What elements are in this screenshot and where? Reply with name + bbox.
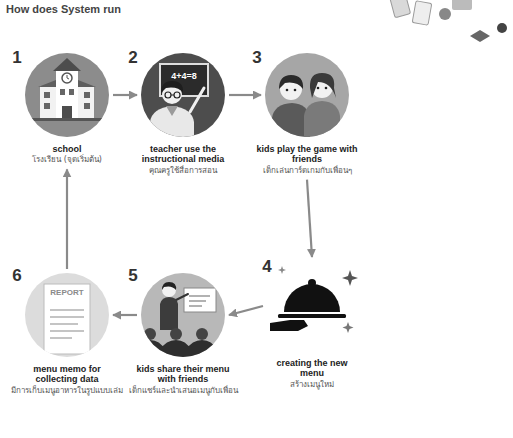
school-illustration-part: [62, 73, 72, 83]
school-illustration-part: [60, 89, 65, 95]
teacher-illustration-part: [171, 95, 174, 96]
school-illustration-part: [56, 70, 78, 118]
step-caption: teacher use the instructional media: [127, 144, 239, 165]
step-caption-thai: เด็กเล่นการ์ดเกมกับเพื่อนๆ: [244, 166, 370, 176]
kids-illustration-part: [294, 89, 297, 92]
teacher-illustration-part: [150, 106, 194, 140]
kids-illustration-part: [286, 89, 289, 92]
school-illustration-part: [62, 106, 72, 118]
top-decoration-part: [470, 30, 490, 42]
step-caption: menu memo for collecting data: [11, 364, 123, 385]
school-illustration-part: [84, 103, 90, 109]
presenter-illustration-part: [162, 282, 176, 290]
kids-illustration-part: [310, 73, 336, 98]
presenter-illustration-part: [144, 328, 156, 340]
cloche-illustration-part: [278, 266, 286, 274]
presenter-illustration-part: [184, 288, 216, 312]
step-caption-thai: คุณครูใช้สื่อการสอน: [127, 166, 239, 176]
kids-illustration-part: [279, 75, 303, 89]
kids-illustration: [272, 73, 340, 140]
school-illustration-part: [53, 58, 81, 71]
teacher-illustration: [150, 64, 208, 140]
presenter-illustration-part: [135, 340, 240, 360]
step-number: 5: [128, 267, 137, 284]
step-caption-thai: เด็กแชร์และนำเสนอเมนูกับเพื่อน: [127, 386, 239, 396]
top-decoration-part: [389, 0, 410, 18]
report-heading: REPORT: [50, 289, 83, 297]
board-text: 4+4=8: [171, 72, 197, 81]
top-decoration-part: [412, 1, 432, 25]
presenter-illustration-part: [176, 294, 188, 300]
diagram-title: How does System run: [6, 3, 121, 15]
flow-arrow: [229, 94, 261, 96]
school-illustration-part: [25, 118, 109, 121]
step-circle: [25, 53, 109, 137]
step-number: 6: [12, 267, 21, 284]
teacher-illustration-part: [190, 88, 204, 112]
cloche-illustration-part: [278, 314, 346, 318]
step-number: 2: [128, 49, 137, 66]
top-decoration: [389, 0, 507, 42]
top-decoration-part: [439, 8, 451, 20]
step-caption: kids play the game with friends: [244, 144, 370, 165]
presenter-illustration-part: [189, 296, 210, 306]
step-caption-thai: มีการเก็บเมนูอาหารในรูปแบบเล่ม: [11, 386, 123, 396]
school-illustration-part: [44, 103, 50, 109]
step-caption: school: [21, 144, 113, 154]
presenter-illustration: [135, 282, 240, 360]
step-caption: creating the new menu: [266, 358, 358, 379]
cloche-illustration-part: [284, 284, 340, 312]
school-illustration-part: [44, 92, 50, 98]
presenter-illustration-part: [196, 328, 208, 340]
flow-arrow: [113, 314, 137, 316]
report-illustration-part: [44, 284, 90, 354]
step-number: 1: [12, 49, 21, 66]
step-node: 5kids share their menu with friendsเด็กแ…: [127, 273, 239, 396]
school-illustration-part: [67, 75, 69, 79]
step-caption-thai: สร้างเมนูใหม่: [266, 380, 358, 390]
kids-illustration-part: [325, 87, 328, 90]
presenter-illustration-part: [160, 297, 178, 330]
step-number: 4: [262, 258, 271, 275]
cloche-illustration-part: [270, 320, 308, 331]
report-illustration-part: [50, 310, 84, 338]
step-caption-thai: โรงเรียน (จุดเริ่มต้น): [21, 155, 113, 165]
presenter-illustration-part: [170, 328, 182, 340]
presenter-illustration-part: [222, 328, 234, 340]
kids-illustration-part: [304, 101, 340, 140]
teacher-illustration-part: [174, 92, 180, 98]
step-caption: kids share their menu with friends: [127, 364, 239, 385]
flow-arrow: [113, 94, 137, 96]
presenter-illustration-part: [162, 283, 176, 297]
teacher-illustration-part: [165, 92, 171, 98]
cloche-illustration: [270, 266, 358, 333]
school-illustration-part: [84, 92, 90, 98]
flow-arrow: [307, 180, 312, 257]
kids-illustration-part: [317, 87, 320, 90]
teacher-illustration-part: [166, 106, 178, 116]
cloche-illustration-part: [342, 270, 358, 286]
flow-arrow: [229, 306, 263, 315]
teacher-illustration-part: [161, 81, 183, 93]
school-illustration: [25, 58, 109, 121]
step-circle: [25, 273, 109, 357]
school-illustration-part: [69, 89, 74, 95]
step-number: 3: [252, 49, 261, 66]
top-decoration-part: [452, 0, 472, 10]
top-decoration-part: [497, 23, 507, 33]
cloche-illustration-part: [343, 322, 354, 333]
report-illustration: [44, 284, 90, 354]
flow-arrow: [66, 169, 68, 269]
